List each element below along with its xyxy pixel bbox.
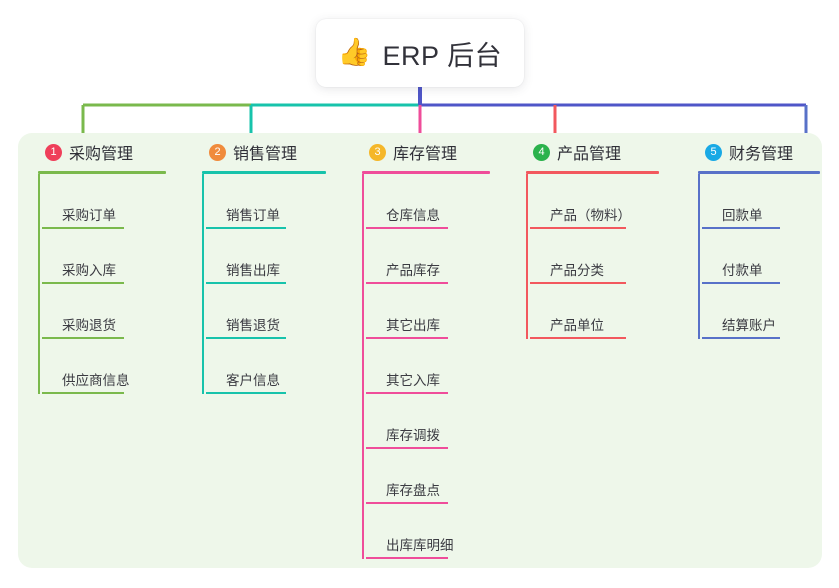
- leaf-node-rule: [366, 337, 448, 339]
- thumbs-up-icon: 👍: [337, 36, 372, 67]
- column-header-rule: [526, 171, 659, 174]
- leaf-node-label: 产品（物料）: [550, 208, 631, 223]
- leaf-node-rule: [366, 557, 448, 559]
- leaf-node-label: 客户信息: [226, 373, 280, 388]
- column-items: 产品（物料） 产品分类产品单位: [526, 174, 680, 339]
- column-title: 财务管理: [729, 146, 794, 163]
- leaf-node-label: 供应商信息: [62, 373, 130, 388]
- leaf-node-rule: [206, 282, 286, 284]
- leaf-node[interactable]: 产品库存: [366, 229, 506, 284]
- column-2: 2 销售管理销售订单销售出库销售退货客户信息: [186, 133, 344, 394]
- leaf-node[interactable]: 供应商信息: [42, 339, 182, 394]
- leaf-node[interactable]: 产品（物料）: [530, 174, 680, 229]
- leaf-node-rule: [42, 227, 124, 229]
- column-5: 5 财务管理回款单付款单结算账户: [682, 133, 822, 339]
- leaf-node-label: 结算账户: [722, 318, 776, 333]
- leaf-node-rule: [206, 337, 286, 339]
- leaf-node[interactable]: 结算账户: [702, 284, 822, 339]
- leaf-node[interactable]: 仓库信息: [366, 174, 506, 229]
- leaf-node[interactable]: 其它入库: [366, 339, 506, 394]
- leaf-node[interactable]: 采购订单: [42, 174, 182, 229]
- leaf-node-label: 采购入库: [62, 263, 116, 278]
- leaf-node-label: 库存调拨: [386, 428, 440, 443]
- leaf-node[interactable]: 采购入库: [42, 229, 182, 284]
- column-title: 销售管理: [233, 146, 298, 163]
- column-items: 仓库信息产品库存其它出库其它入库库存调拨库存盘点出库库明细: [362, 174, 506, 559]
- leaf-node[interactable]: 回款单: [702, 174, 822, 229]
- leaf-node-label: 仓库信息: [386, 208, 440, 223]
- leaf-node[interactable]: 销售退货: [206, 284, 344, 339]
- column-title: 产品管理: [557, 146, 622, 163]
- leaf-node[interactable]: 采购退货: [42, 284, 182, 339]
- leaf-node-rule: [366, 392, 448, 394]
- column-number-badge: 1: [45, 143, 62, 161]
- column-header-rule: [202, 171, 326, 174]
- leaf-node-rule: [702, 282, 780, 284]
- column-title: 采购管理: [69, 146, 134, 163]
- leaf-node[interactable]: 销售订单: [206, 174, 344, 229]
- leaf-node[interactable]: 销售出库: [206, 229, 344, 284]
- leaf-node-rule: [42, 337, 124, 339]
- leaf-node-label: 销售订单: [226, 208, 280, 223]
- leaf-node-rule: [530, 227, 626, 229]
- column-header-5[interactable]: 5 财务管理: [682, 133, 822, 171]
- leaf-node-rule: [206, 227, 286, 229]
- leaf-node-rule: [702, 337, 780, 339]
- column-header-3[interactable]: 3 库存管理: [346, 133, 506, 171]
- leaf-node-label: 采购订单: [62, 208, 116, 223]
- leaf-node[interactable]: 产品单位: [530, 284, 680, 339]
- leaf-node[interactable]: 产品分类: [530, 229, 680, 284]
- leaf-node[interactable]: 客户信息: [206, 339, 344, 394]
- leaf-node-rule: [42, 282, 124, 284]
- leaf-node[interactable]: 库存调拨: [366, 394, 506, 449]
- leaf-node-label: 产品单位: [550, 318, 604, 333]
- leaf-node-rule: [702, 227, 780, 229]
- leaf-node-label: 其它入库: [386, 373, 440, 388]
- column-header-rule: [38, 171, 166, 174]
- leaf-node-label: 其它出库: [386, 318, 440, 333]
- column-number-badge: 2: [209, 143, 226, 161]
- column-container: 1 采购管理采购订单采购入库采购退货供应商信息 2 销售管理销售订单销售出库销售退货客…: [18, 133, 822, 568]
- leaf-node-rule: [42, 392, 124, 394]
- column-number-badge: 3: [369, 143, 386, 161]
- leaf-node-rule: [206, 392, 286, 394]
- leaf-node[interactable]: 其它出库: [366, 284, 506, 339]
- column-header-1[interactable]: 1 采购管理: [22, 133, 182, 171]
- leaf-node-label: 出库库明细: [386, 538, 454, 553]
- column-header-rule: [698, 171, 820, 174]
- root-node-title: ERP 后台: [382, 40, 503, 71]
- column-number-badge: 5: [705, 143, 722, 161]
- leaf-node-rule: [366, 227, 448, 229]
- leaf-node-label: 产品库存: [386, 263, 440, 278]
- leaf-node-label: 产品分类: [550, 263, 604, 278]
- leaf-node[interactable]: 库存盘点: [366, 449, 506, 504]
- column-items: 采购订单采购入库采购退货供应商信息: [38, 174, 182, 394]
- column-header-4[interactable]: 4 产品管理: [510, 133, 680, 171]
- column-header-2[interactable]: 2 销售管理: [186, 133, 344, 171]
- column-number-badge: 4: [533, 143, 550, 161]
- column-header-rule: [362, 171, 490, 174]
- column-3: 3 库存管理仓库信息产品库存其它出库其它入库库存调拨库存盘点出库库明细: [346, 133, 506, 559]
- column-items: 销售订单销售出库销售退货客户信息: [202, 174, 344, 394]
- leaf-node[interactable]: 出库库明细: [366, 504, 506, 559]
- leaf-node-label: 采购退货: [62, 318, 116, 333]
- column-title: 库存管理: [393, 146, 458, 163]
- leaf-node-label: 销售退货: [226, 318, 280, 333]
- column-items: 回款单付款单结算账户: [698, 174, 822, 339]
- leaf-node-label: 库存盘点: [386, 483, 440, 498]
- column-1: 1 采购管理采购订单采购入库采购退货供应商信息: [22, 133, 182, 394]
- leaf-node-rule: [530, 282, 626, 284]
- leaf-node-label: 回款单: [722, 208, 763, 223]
- leaf-node-rule: [366, 282, 448, 284]
- root-node-card[interactable]: 👍 ERP 后台: [316, 19, 524, 87]
- diagram-panel: [18, 133, 822, 568]
- leaf-node-rule: [530, 337, 626, 339]
- leaf-node-label: 销售出库: [226, 263, 280, 278]
- column-4: 4 产品管理产品（物料） 产品分类产品单位: [510, 133, 680, 339]
- leaf-node-label: 付款单: [722, 263, 763, 278]
- leaf-node-rule: [366, 502, 448, 504]
- leaf-node[interactable]: 付款单: [702, 229, 822, 284]
- leaf-node-rule: [366, 447, 448, 449]
